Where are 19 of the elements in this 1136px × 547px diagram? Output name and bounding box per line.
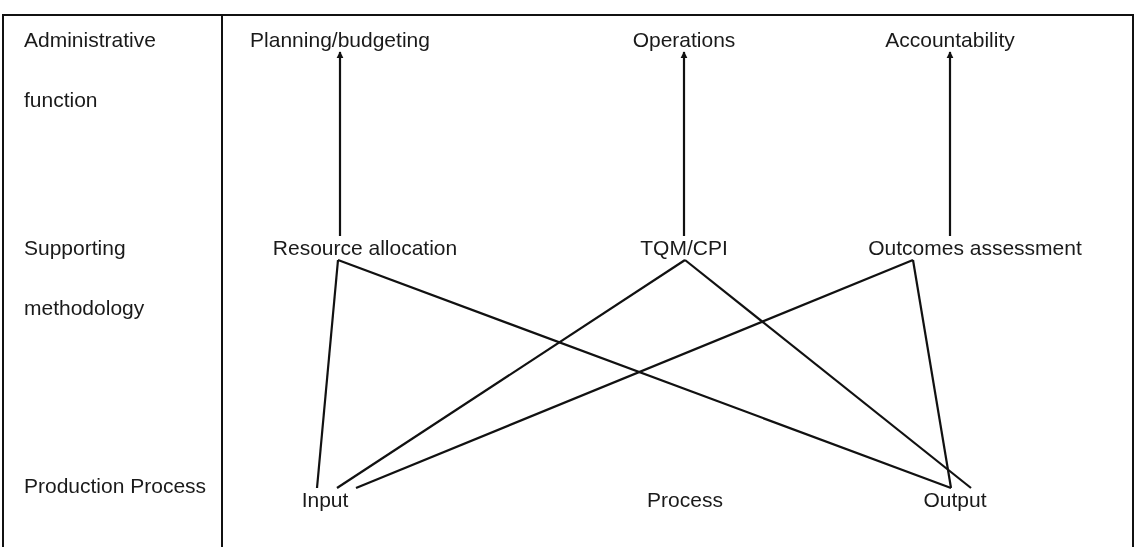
connector-line — [315, 259, 340, 489]
arrow — [946, 51, 954, 236]
node-label: Operations — [632, 28, 736, 52]
row-label: Production Process — [24, 473, 208, 499]
node-label: Resource allocation — [272, 236, 458, 260]
node-label: Outcomes assessment — [868, 236, 1082, 260]
node-label: Process — [647, 488, 723, 512]
arrow — [336, 51, 344, 236]
arrow — [680, 51, 688, 236]
connector-line — [684, 259, 972, 489]
row-label: Administrative function — [24, 27, 157, 113]
node-label: Output — [923, 488, 987, 512]
node-label: Accountability — [885, 28, 1015, 52]
connector-line — [336, 259, 686, 489]
connector-line — [911, 259, 953, 489]
row-label: Supporting methodology — [24, 235, 146, 321]
node-label: TQM/CPI — [640, 236, 728, 260]
node-label: Planning/budgeting — [250, 28, 430, 52]
node-label: Input — [301, 488, 349, 512]
